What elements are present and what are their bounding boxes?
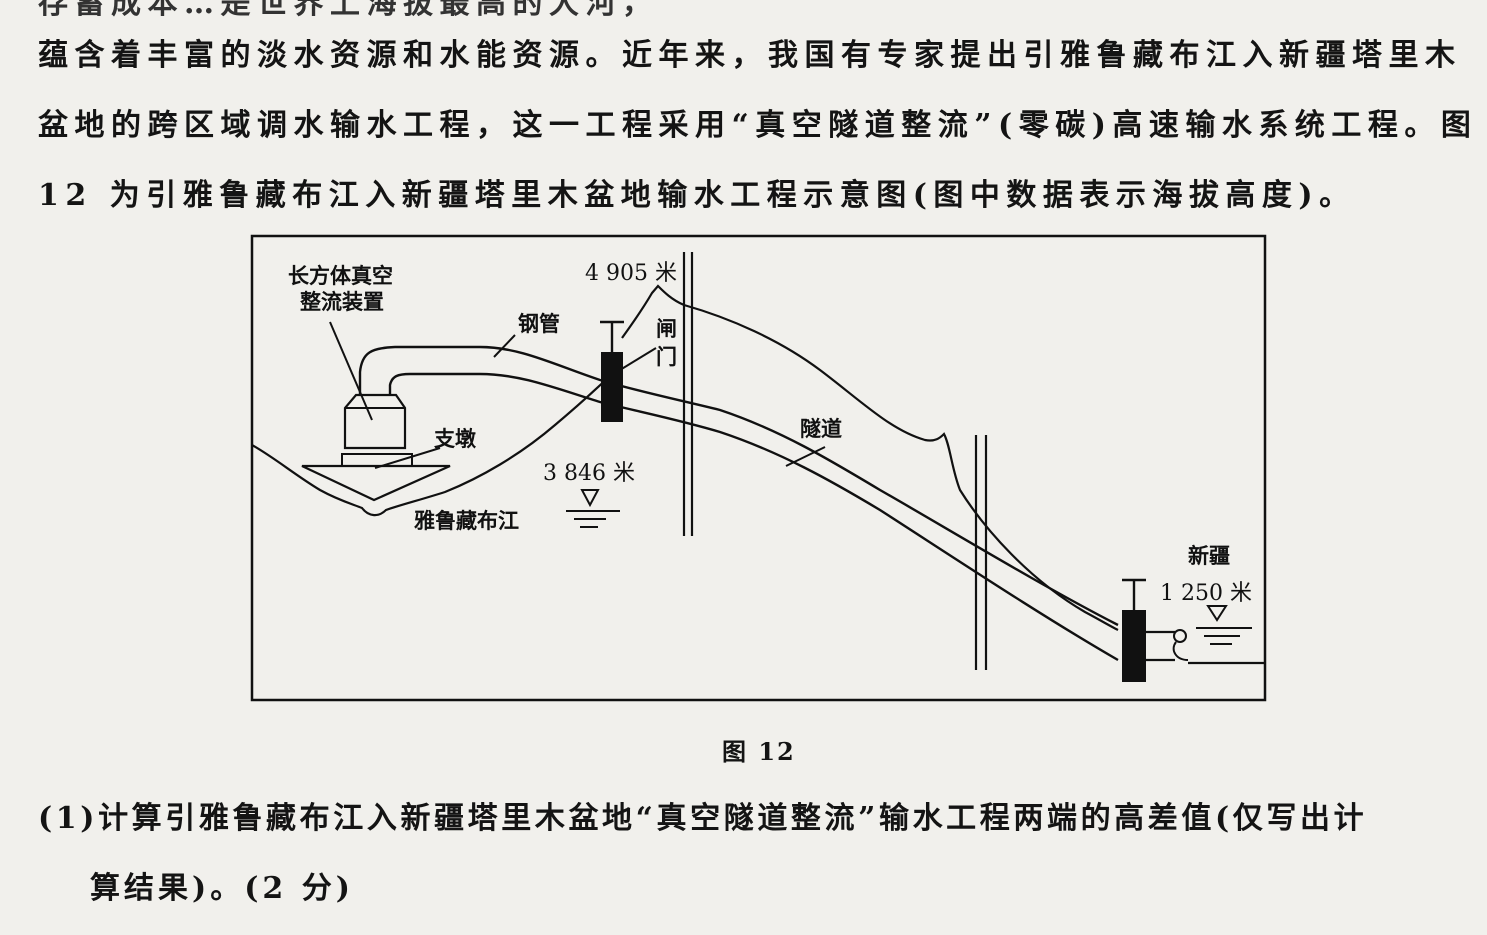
support-pier [301, 464, 451, 502]
label-tunnel: 隧道 [800, 416, 842, 441]
paragraph-line-2: 盆地的跨区域调水输水工程，这一工程采用“真空隧道整流”(零碳)高速输水系统工程。… [38, 108, 1478, 143]
cut-off-top-line: 存蓄成本…是世界上海拔最高的大河， [38, 0, 659, 21]
label-gate-line2: 门 [656, 344, 677, 369]
tunnel-leader-line [785, 446, 826, 467]
label-xinjiang: 新疆 [1188, 543, 1230, 568]
elevation-river: 3 846 米 [543, 461, 635, 486]
figure-caption: 图 12 [722, 737, 796, 766]
label-river: 雅鲁藏布江 [414, 508, 519, 533]
pipe-lower-wall [388, 372, 1119, 662]
label-device-line2: 整流装置 [300, 289, 384, 314]
label-device-line1: 长方体真空 [288, 263, 393, 288]
vacuum-rectifier-device [343, 393, 407, 450]
question-line-2: 算结果)。(2 分) [90, 871, 354, 906]
paragraph-line-1: 蕴含着丰富的淡水资源和水能资源。近年来，我国有专家提出引雅鲁藏布江入新疆塔里木 [38, 38, 1462, 73]
elevation-xinjiang: 1 250 米 [1160, 581, 1252, 606]
mountain-outline [621, 284, 1119, 631]
device-leader-line [329, 321, 373, 421]
left-terrain-line [251, 377, 609, 517]
gate-leader-line [619, 347, 657, 371]
label-pier: 支墩 [434, 426, 477, 451]
paragraph-line-3: 12 为引雅鲁藏布江入新疆塔里木盆地输水工程示意图(图中数据表示海拔高度)。 [38, 178, 1356, 213]
xinjiang-water-level-icon [1206, 605, 1228, 622]
label-steel-pipe: 钢管 [518, 311, 560, 336]
pipe-upper-wall [358, 345, 1119, 627]
diagram-frame [250, 234, 1267, 702]
pipe-leader-line [493, 334, 516, 358]
lower-gate [1122, 610, 1146, 682]
elevation-peak: 4 905 米 [585, 261, 677, 286]
upper-gate [601, 352, 623, 422]
river-water-level-icon [580, 489, 600, 508]
label-gate-line1: 闸 [656, 316, 677, 341]
question-line-1: (1)计算引雅鲁藏布江入新疆塔里木盆地“真空隧道整流”输水工程两端的高差值(仅写… [38, 801, 1368, 836]
pier-leader-line [374, 447, 441, 469]
